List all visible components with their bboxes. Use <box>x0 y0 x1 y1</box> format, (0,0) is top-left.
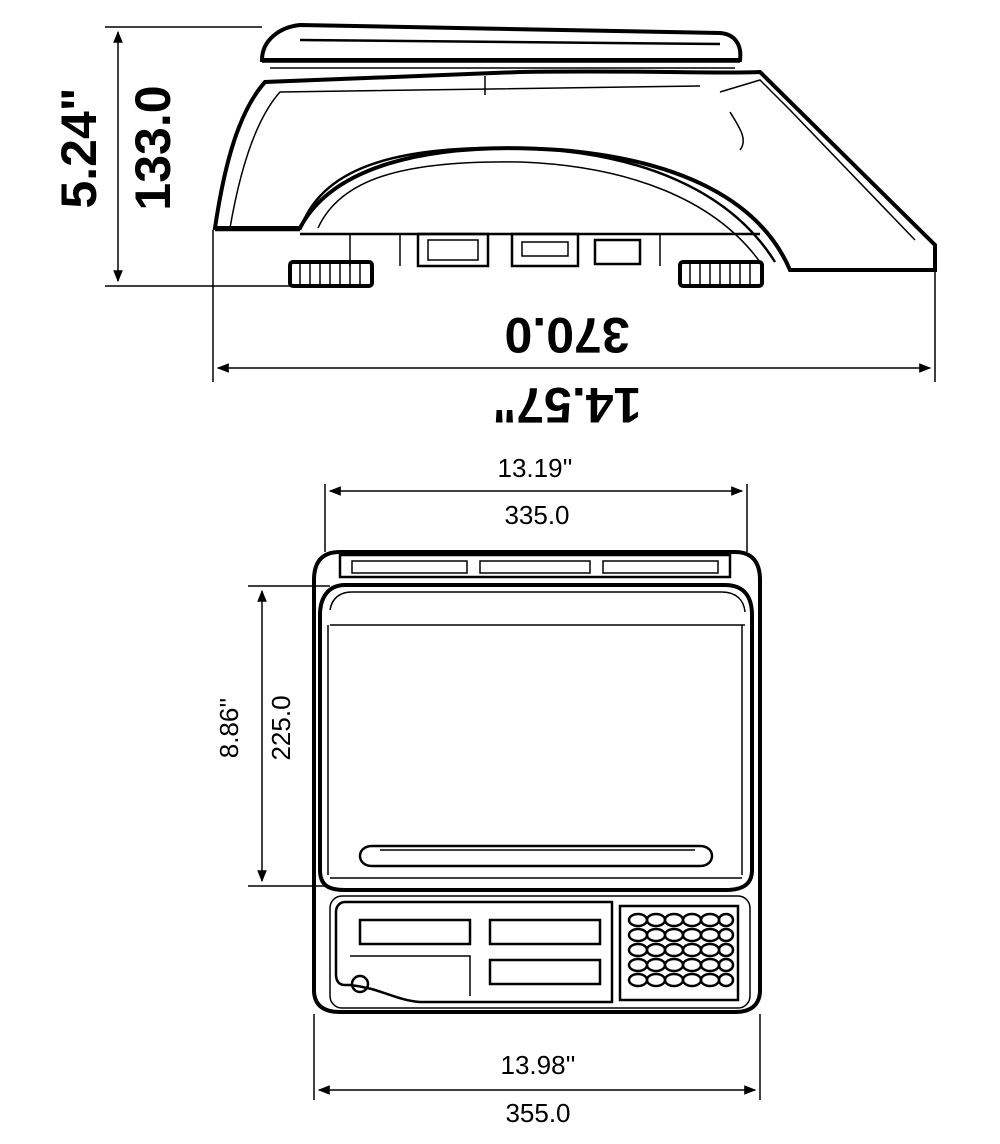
rear-slot-3 <box>602 560 719 574</box>
top-platform-width-mm: 335.0 <box>504 500 569 530</box>
side-foot-right <box>678 260 764 288</box>
lcd-window-3 <box>488 958 602 986</box>
power-indicator-icon <box>350 974 370 994</box>
side-length-mm: 370.0 <box>504 307 629 363</box>
top-platform-depth-mm: 225.0 <box>266 695 296 760</box>
top-overall-width-inches: 13.98'' <box>501 1050 576 1080</box>
keypad-frame <box>618 904 740 1002</box>
top-platform-depth-inches: 8.86'' <box>214 698 244 759</box>
keypad-keys <box>627 912 735 988</box>
lcd-window-1 <box>358 918 472 946</box>
side-length-inches: 14.57" <box>493 377 642 433</box>
top-pan <box>318 583 754 892</box>
side-pan <box>259 22 743 62</box>
side-connector-3 <box>593 238 642 266</box>
rear-slot-2 <box>479 560 591 574</box>
top-view: 13.19'' 335.0 <box>214 453 762 1128</box>
side-view: 5.24" 133.0 370.0 14.57" <box>51 22 937 433</box>
side-housing <box>212 69 937 272</box>
top-overall-width-mm: 355.0 <box>505 1098 570 1128</box>
side-foot-left <box>288 260 374 288</box>
top-platform-width-inches: 13.19'' <box>498 453 573 483</box>
top-display-panel <box>334 900 614 1004</box>
rear-slot-1 <box>351 560 468 574</box>
lcd-window-2 <box>488 918 602 946</box>
top-housing-outline <box>312 550 762 1014</box>
pan-grip-slot <box>358 844 714 868</box>
side-height-mm: 133.0 <box>125 85 181 210</box>
side-height-inches: 5.24" <box>51 87 107 208</box>
